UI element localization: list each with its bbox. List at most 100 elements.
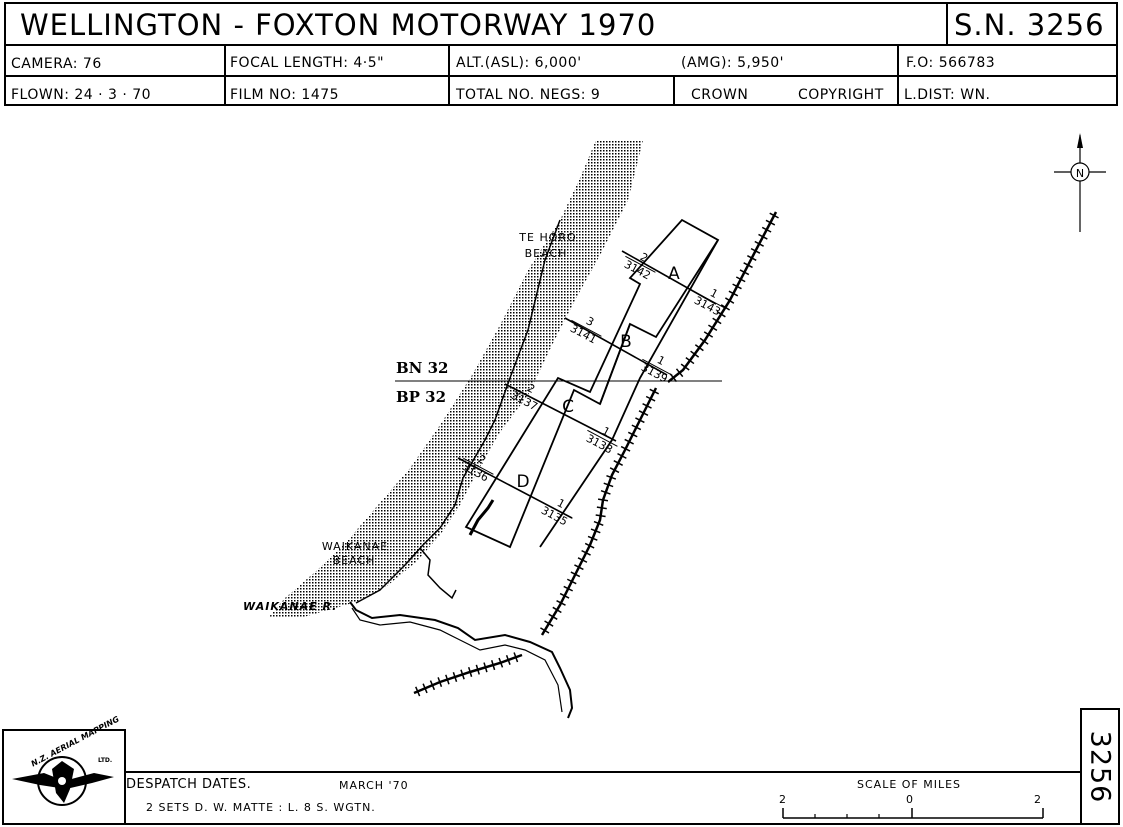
- railway-tie: [716, 310, 726, 318]
- header-divider: [6, 75, 1116, 77]
- railway-tie: [587, 535, 598, 541]
- railway-tie: [675, 368, 684, 378]
- waikanae-river: [349, 601, 574, 719]
- vertical-sheet-number-panel: 3256: [1080, 708, 1120, 825]
- scale-right-label: 2: [1034, 793, 1042, 806]
- railway-line: [413, 653, 523, 695]
- river-tributary: [468, 499, 495, 536]
- focal-length-field: FOCAL LENGTH: 4·5": [230, 55, 385, 71]
- railway-tie: [720, 304, 731, 311]
- railway-tie: [735, 276, 746, 283]
- despatch-date: MARCH '70: [339, 779, 409, 792]
- run-letter-a: A: [668, 264, 680, 284]
- railway-tie: [505, 655, 511, 665]
- film-no-field: FILM NO: 1475: [230, 87, 340, 103]
- railway-tie: [765, 219, 776, 226]
- flown-field: FLOWN: 24 · 3 · 70: [11, 87, 152, 103]
- railway-tie: [437, 677, 443, 688]
- flight-line-b: [564, 317, 668, 376]
- railway-tie: [620, 445, 631, 452]
- railway-tie: [603, 482, 614, 488]
- railway-tie: [581, 549, 591, 556]
- railway-tie: [483, 662, 488, 673]
- railway-tie: [761, 226, 772, 233]
- railway-tie: [577, 557, 588, 563]
- railway-tie: [490, 660, 496, 671]
- photo-strip-line: [599, 323, 631, 405]
- grid-label-bn32: BN 32: [396, 359, 449, 377]
- company-logo-panel: N.Z. AERIAL MAPPING LTD.: [2, 714, 126, 825]
- header-divider: [224, 44, 226, 106]
- railway-tie: [596, 506, 607, 510]
- railway-tie: [467, 666, 473, 677]
- header-divider: [6, 44, 1116, 46]
- despatch-label: DESPATCH DATES.: [126, 777, 252, 792]
- river-label: WAIKANAE R.: [243, 600, 337, 613]
- railway-tie: [544, 620, 554, 627]
- beach-shading: [268, 140, 643, 618]
- railway-tie: [750, 247, 761, 254]
- railway-tie: [708, 324, 718, 332]
- railway-tie: [617, 452, 627, 459]
- railway-tie: [743, 262, 753, 269]
- railway-tie: [699, 337, 709, 345]
- railway-tie: [540, 627, 550, 634]
- footer-panel: DESPATCH DATES. MARCH '70 2 SETS D. W. M…: [124, 771, 1082, 825]
- place-label-waikanae-beach: BEACH: [333, 554, 376, 567]
- railway-tie: [627, 431, 638, 438]
- run-letter-c: C: [562, 397, 574, 417]
- sheet-number: S.N. 3256: [954, 8, 1105, 42]
- railway-line: [667, 211, 778, 383]
- l-dist-field: L.DIST: WN.: [904, 87, 991, 103]
- scale-title: SCALE OF MILES: [857, 778, 962, 791]
- aerial-mapping-logo-icon: [12, 756, 114, 806]
- header-divider: [897, 44, 899, 106]
- railway-tie: [724, 297, 735, 304]
- run-letter-b: B: [620, 332, 632, 352]
- header-divider: [673, 75, 675, 106]
- river-tributary: [419, 547, 457, 600]
- railway-tie: [566, 578, 577, 585]
- railway-tie: [570, 571, 581, 578]
- grid-label-bp32: BP 32: [396, 388, 446, 406]
- scale-bar: [782, 808, 1044, 819]
- header-divider: [448, 44, 450, 106]
- railway-tie: [460, 669, 465, 680]
- railway-tie: [769, 212, 779, 219]
- railway-tie: [593, 520, 604, 526]
- railway-tie: [642, 402, 652, 409]
- railway-tie: [732, 283, 742, 290]
- railway-tie: [475, 664, 480, 675]
- vertical-sheet-number: 3256: [1084, 730, 1116, 803]
- header-divider: [946, 4, 948, 44]
- railway-tie: [429, 680, 436, 691]
- scale-mid-label: 0: [906, 793, 914, 806]
- railway-tie: [613, 460, 624, 466]
- place-label-te-horo-beach: BEACH: [525, 247, 568, 260]
- railway-tie: [680, 363, 690, 371]
- railway-tie: [584, 542, 595, 549]
- railway-tie: [758, 233, 768, 240]
- scale-left-label: 2: [779, 793, 787, 806]
- photo-strip-line: [539, 239, 719, 548]
- railway-tie: [498, 657, 504, 668]
- railway-tie: [422, 683, 428, 694]
- railway-tie: [747, 255, 757, 261]
- railway-tie: [552, 606, 562, 614]
- railway-tie: [635, 417, 645, 424]
- logo-ltd: LTD.: [98, 757, 113, 764]
- railway-tie: [513, 652, 519, 663]
- railway-ticks: [415, 212, 779, 697]
- railway-tie: [645, 395, 656, 402]
- railway-tie: [609, 467, 620, 474]
- railway-tie: [590, 528, 601, 534]
- sets-line: 2 SETS D. W. MATTE : L. 8 S. WGTN.: [146, 801, 376, 814]
- railway-tie: [595, 514, 606, 518]
- railway-tie: [703, 331, 714, 338]
- railway-tie: [600, 490, 611, 495]
- north-arrow-icon: [1054, 133, 1106, 232]
- railway-tie: [597, 498, 609, 502]
- railway-tie: [574, 564, 584, 571]
- railway-tie: [631, 424, 642, 431]
